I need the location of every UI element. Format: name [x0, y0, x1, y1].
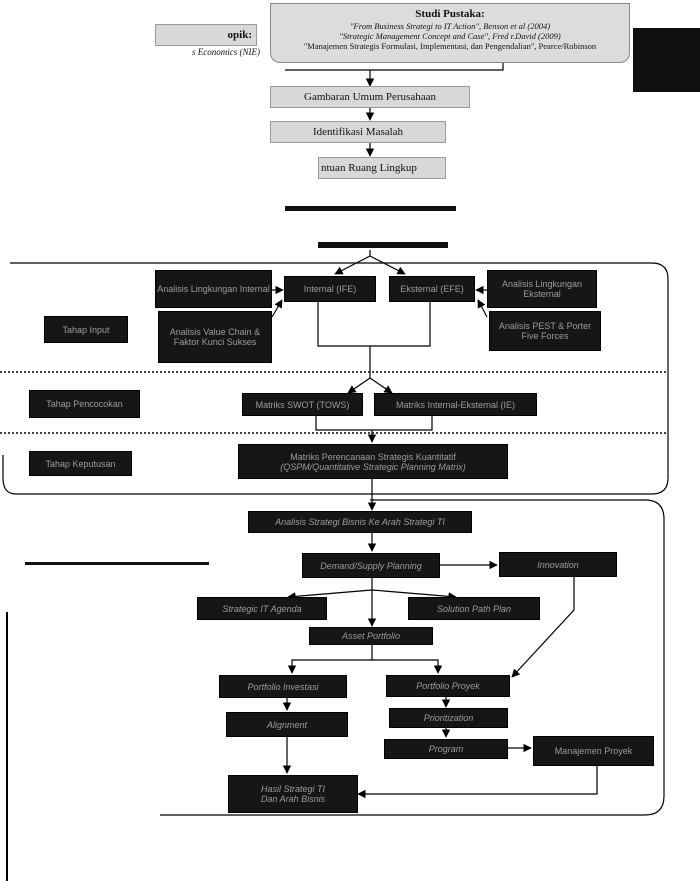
box-strategic-it-agenda: Strategic IT Agenda	[197, 597, 327, 620]
box-qspm: Matriks Perencanaan Strategis Kuantitati…	[238, 444, 508, 479]
stage-label-keputusan: Tahap Keputusan	[29, 451, 132, 476]
box-matriks-swot: Matriks SWOT (TOWS)	[242, 393, 363, 416]
box-internal-ife: Internal (IFE)	[284, 276, 376, 302]
hasil-line-2: Dan Arah Bisnis	[260, 794, 326, 804]
topik-label: opik:	[227, 29, 252, 41]
hasil-line-1: Hasil Strategi TI	[260, 784, 326, 794]
studi-pustaka-title: Studi Pustaka:	[415, 8, 485, 20]
box-matriks-ie: Matriks Internal-Eksternal (IE)	[374, 393, 537, 416]
box-program: Program	[384, 739, 508, 759]
box-manajemen-proyek: Manajemen Proyek	[533, 736, 654, 766]
box-portfolio-proyek: Portfolio Proyek	[386, 675, 510, 697]
box-demand-supply: Demand/Supply Planning	[302, 553, 440, 578]
studi-ref-2: "Strategic Management Concept and Case",…	[339, 31, 561, 41]
studi-ref-3: "Manajemen Strategis Formulasi, Implemen…	[303, 41, 597, 51]
step-ruang-lingkup: ntuan Ruang Lingkup	[318, 157, 446, 179]
stage-label-pencocokan: Tahap Pencocokan	[29, 390, 140, 418]
box-value-chain: Analisis Value Chain & Faktor Kunci Suks…	[158, 311, 272, 363]
box-alignment: Alignment	[226, 712, 348, 737]
corner-block	[633, 28, 700, 92]
qspm-line-1: Matriks Perencanaan Strategis Kuantitati…	[290, 451, 456, 462]
topik-box: opik:	[155, 24, 257, 46]
box-hasil-strategi: Hasil Strategi TI Dan Arah Bisnis	[228, 775, 358, 813]
box-lingkungan-internal: Analisis Lingkungan Internal	[155, 270, 272, 308]
step-identifikasi-masalah: Identifikasi Masalah	[270, 121, 446, 143]
step-gambaran-umum: Gambaran Umum Perusahaan	[270, 86, 470, 108]
stage-label-input: Tahap Input	[44, 316, 128, 343]
box-strategi-bisnis-ti: Analisis Strategi Bisnis Ke Arah Strateg…	[248, 511, 472, 533]
heading-bar-1	[285, 206, 456, 211]
box-innovation: Innovation	[499, 552, 617, 577]
phase2-underline	[25, 562, 209, 565]
heading-bar-2	[318, 242, 448, 248]
box-lingkungan-eksternal: Analisis Lingkungan Eksternal	[487, 270, 597, 308]
studi-ref-1: "From Business Strategi to IT Action", B…	[349, 21, 551, 31]
box-pest-porter: Analisis PEST & Porter Five Forces	[489, 311, 601, 351]
qspm-line-2: (QSPM/Quantitative Strategic Planning Ma…	[280, 461, 466, 472]
box-prioritization: Prioritization	[389, 708, 508, 728]
topik-sub: s Economics (NIE)	[192, 47, 260, 57]
box-eksternal-efe: Eksternal (EFE)	[389, 276, 475, 302]
box-solution-path-plan: Solution Path Plan	[408, 597, 540, 620]
studi-pustaka-box: Studi Pustaka: "From Business Strategi t…	[270, 3, 630, 63]
box-asset-portfolio: Asset Portfolio	[309, 627, 433, 645]
box-portfolio-investasi: Portfolio Investasi	[219, 675, 347, 698]
